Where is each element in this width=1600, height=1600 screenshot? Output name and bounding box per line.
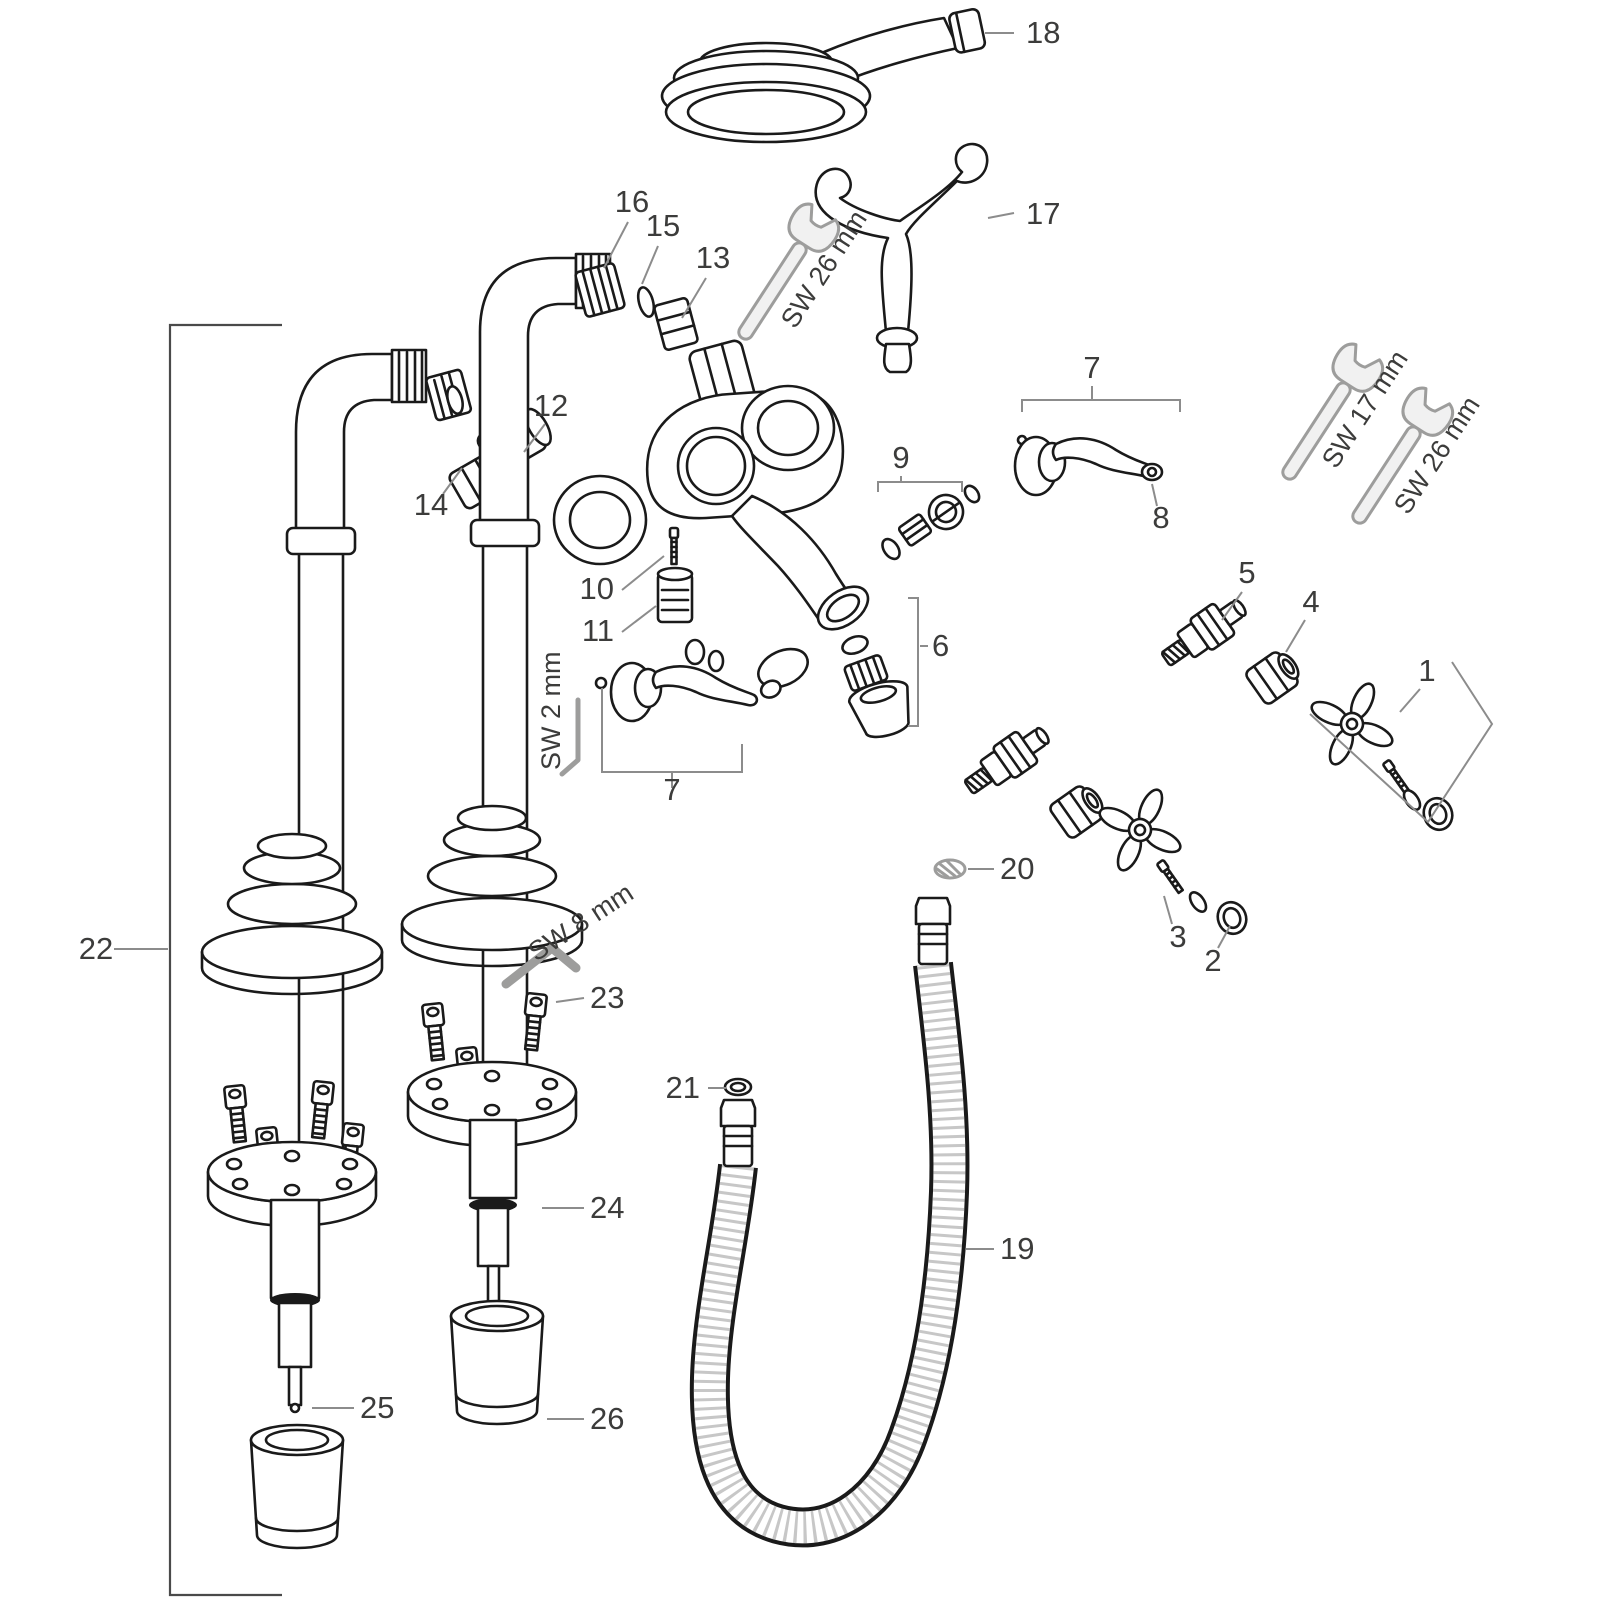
shower-holder xyxy=(814,142,989,374)
allen-key-sw2-icon xyxy=(559,697,581,777)
center-lower-union xyxy=(468,1118,518,1312)
handshower xyxy=(660,7,987,144)
lower-washer xyxy=(1188,891,1208,913)
group-bracket-1 xyxy=(1309,661,1494,824)
part-15-oring xyxy=(636,286,656,318)
leader-line-4 xyxy=(1285,619,1306,653)
part-callout-2: 2 xyxy=(1204,943,1221,978)
leader-line-14 xyxy=(442,467,463,495)
leader-line-12 xyxy=(523,423,546,453)
left-lower-union xyxy=(269,1198,321,1414)
shower-hose xyxy=(689,896,970,1548)
part-callout-14: 14 xyxy=(414,487,448,522)
center-bottom-connector xyxy=(449,1299,545,1426)
part-20-filter-mesh xyxy=(933,858,967,880)
leader-line-17 xyxy=(987,212,1015,219)
part-callout-23: 23 xyxy=(590,980,624,1015)
part-2-cap xyxy=(1216,900,1248,936)
leader-line-13 xyxy=(681,277,707,319)
part-callout-9: 9 xyxy=(892,440,909,475)
leader-line-2 xyxy=(1217,925,1231,949)
part-callout-18: 18 xyxy=(1026,15,1060,50)
leader-line-5 xyxy=(1221,591,1243,621)
part-callout-20: 20 xyxy=(1000,851,1034,886)
part-1-cap xyxy=(1422,796,1454,832)
lower-cartridge xyxy=(956,716,1058,805)
part-9-group xyxy=(877,481,981,561)
part-callout-21: 21 xyxy=(666,1070,700,1105)
part-13-connector xyxy=(653,296,699,352)
part-callout-11: 11 xyxy=(582,613,614,648)
part-3-screw xyxy=(1155,858,1186,896)
part-6-group xyxy=(841,597,919,739)
group-bracket-22 xyxy=(168,323,282,1597)
part-callout-13: 13 xyxy=(696,240,730,275)
leader-line-11 xyxy=(621,605,657,633)
part-callout-6: 6 xyxy=(932,628,949,663)
leader-line-3 xyxy=(1163,895,1173,925)
part-11-cartridge xyxy=(656,566,694,624)
part-1-screw xyxy=(1381,758,1412,796)
leader-line-10 xyxy=(621,555,665,591)
leader-line-15 xyxy=(641,245,659,285)
part-callout-7: 7 xyxy=(663,772,680,807)
part-7-upper-group xyxy=(1013,388,1181,497)
part-callout-4: 4 xyxy=(1302,584,1319,619)
part-1-cross-handle xyxy=(1302,674,1402,774)
part-callout-19: 19 xyxy=(1000,1231,1034,1266)
part-callout-26: 26 xyxy=(590,1401,624,1436)
part-callout-15: 15 xyxy=(646,208,680,243)
part-16-adapter xyxy=(574,262,626,318)
part-7-lower-group xyxy=(594,638,759,786)
part-4-nut xyxy=(1242,644,1307,708)
part-callout-3: 3 xyxy=(1169,919,1186,954)
part-8-nut xyxy=(1140,462,1164,482)
left-deco-flange xyxy=(200,832,384,996)
part-callout-1: 1 xyxy=(1418,653,1435,688)
part-callout-24: 24 xyxy=(590,1190,624,1225)
part-10-spindle xyxy=(668,526,680,566)
allen-key-sw8-icon xyxy=(501,943,581,989)
part-callout-25: 25 xyxy=(360,1390,394,1425)
left-pipe-oring xyxy=(446,385,464,415)
left-bottom-connector xyxy=(249,1423,345,1550)
tool-label-sw-2-mm-3: SW 2 mm xyxy=(536,652,566,771)
part-5-cartridge xyxy=(1153,588,1255,677)
faucet-body xyxy=(552,384,870,631)
part-callout-16: 16 xyxy=(615,184,649,219)
part-callout-17: 17 xyxy=(1026,196,1060,231)
part-callout-12: 12 xyxy=(534,388,568,423)
part-callout-5: 5 xyxy=(1238,555,1255,590)
leader-line-8 xyxy=(1151,483,1158,507)
part-callout-10: 10 xyxy=(580,571,614,606)
diverter-knob xyxy=(757,647,809,699)
part-callout-22: 22 xyxy=(79,931,113,966)
part-callout-7: 7 xyxy=(1083,350,1100,385)
leader-lines xyxy=(114,32,1421,1420)
part-21-oring xyxy=(723,1077,753,1097)
hose-connector-bottom xyxy=(719,1098,757,1168)
part-callout-8: 8 xyxy=(1152,500,1169,535)
leader-line-16 xyxy=(603,221,629,269)
hose-connector-top xyxy=(914,896,952,966)
leader-line-23 xyxy=(555,997,585,1003)
leader-line-1 xyxy=(1399,688,1421,713)
lower-cross-handle xyxy=(1090,780,1190,880)
